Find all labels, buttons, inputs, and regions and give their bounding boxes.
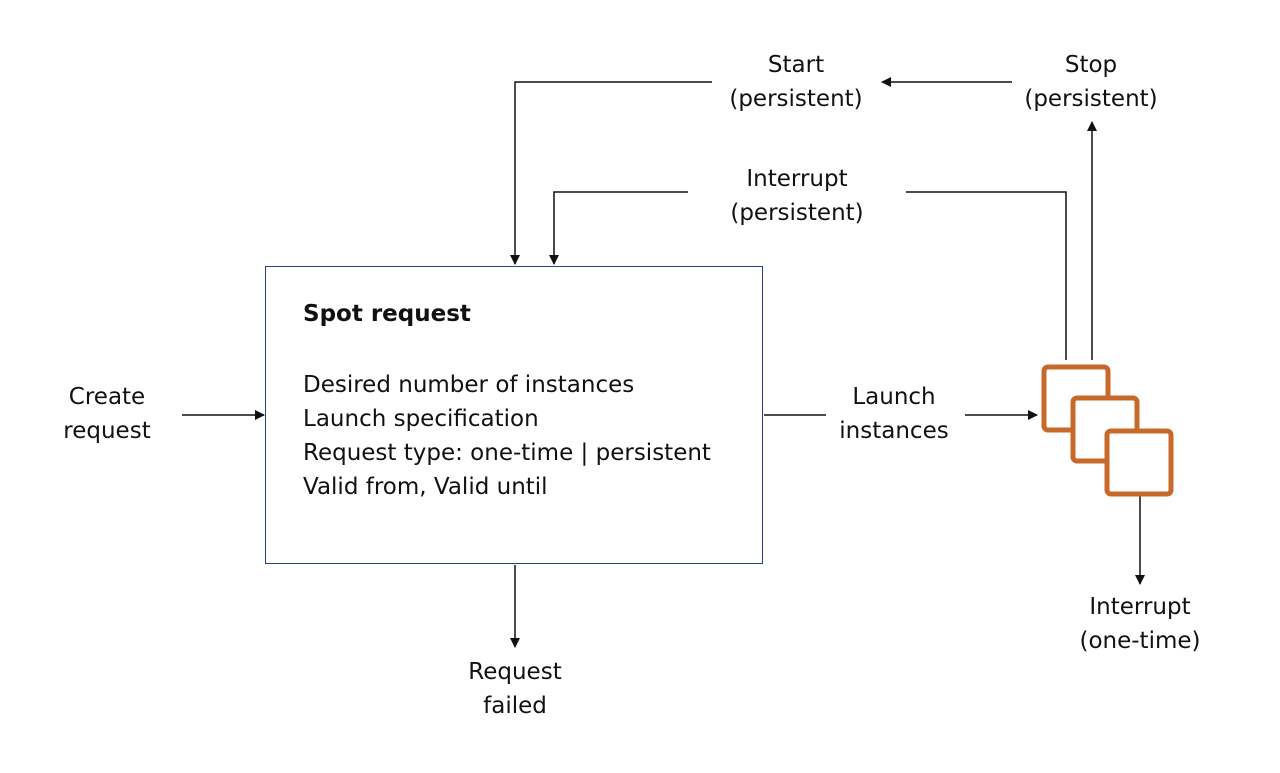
connector-instances-to-interrupt-persistent [906,191,1067,360]
stacked-instances-icon [1041,364,1174,497]
spot-request-detail-line: Desired number of instances [303,372,635,398]
arrow-start-to-request [510,81,712,265]
create-request-label: Create request [52,380,162,448]
spot-request-title: Spot request [303,301,471,327]
interrupt-persistent-label: Interrupt (persistent) [692,162,902,230]
interrupt-one-time-label: Interrupt (one-time) [1070,590,1210,658]
arrow-interrupt-persistent-to-request [549,191,688,265]
instance-square-front [1104,428,1174,497]
start-persistent-label: Start (persistent) [716,48,876,116]
spot-request-box: Spot request Desired number of instances… [265,266,763,564]
request-failed-label: Request failed [450,655,580,723]
launch-instances-label: Launch instances [826,380,962,448]
stop-persistent-label: Stop (persistent) [1016,48,1166,116]
spot-request-detail-line: Launch specification [303,406,539,432]
spot-request-detail-line: Valid from, Valid until [303,474,548,500]
spot-request-detail-line: Request type: one-time | persistent [303,440,711,466]
spot-request-details: Desired number of instances Launch speci… [303,368,711,504]
